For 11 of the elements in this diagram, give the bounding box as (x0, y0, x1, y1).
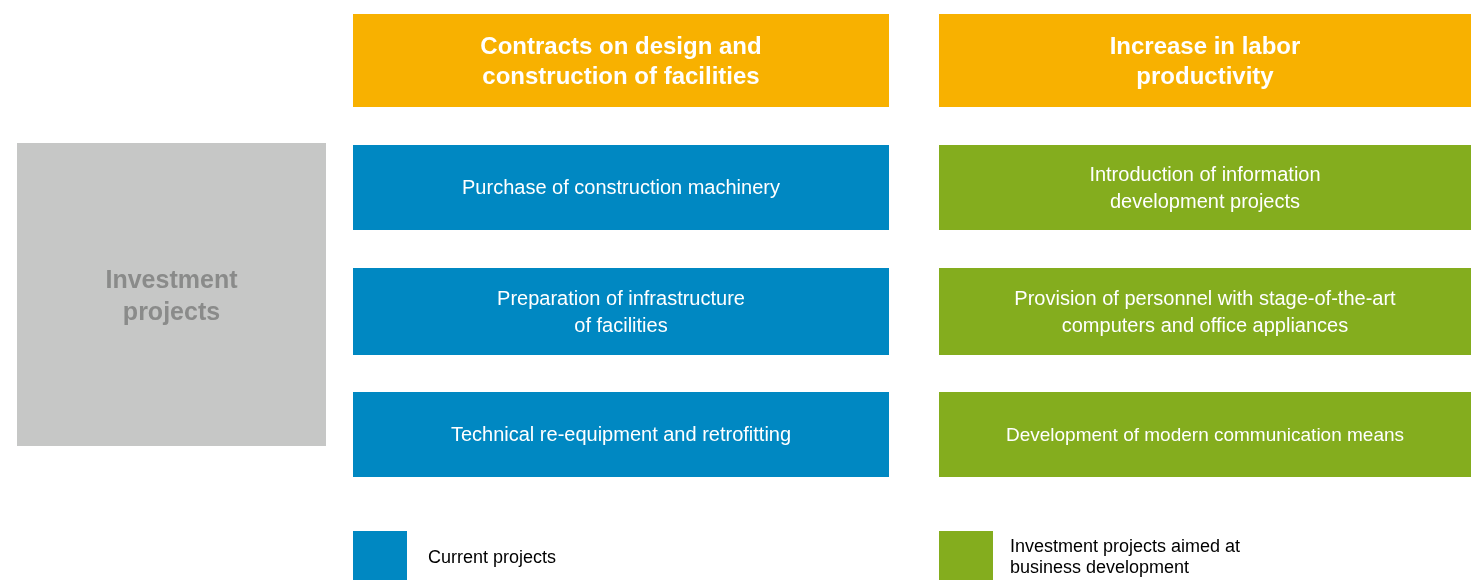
header-box: Contracts on design and construction of facilities (353, 14, 889, 107)
legend-text: Current projects (428, 545, 558, 569)
project-box: Purchase of construction machinery (353, 145, 889, 230)
project-box: Provision of personnel with stage-of-the-art computers and office appliances (939, 268, 1471, 355)
header-box: Increase in labor productivity (939, 14, 1471, 107)
project-box: Preparation of infrastructure of facilities (353, 268, 889, 355)
project-box: Development of modern communication means (939, 392, 1471, 477)
project-box: Technical re-equipment and retrofitting (353, 392, 889, 477)
legend-text: Investment projects aimed at business development (1010, 536, 1242, 578)
project-box: Introduction of information development projects (939, 145, 1471, 230)
category-box: Investment projects (17, 143, 326, 446)
